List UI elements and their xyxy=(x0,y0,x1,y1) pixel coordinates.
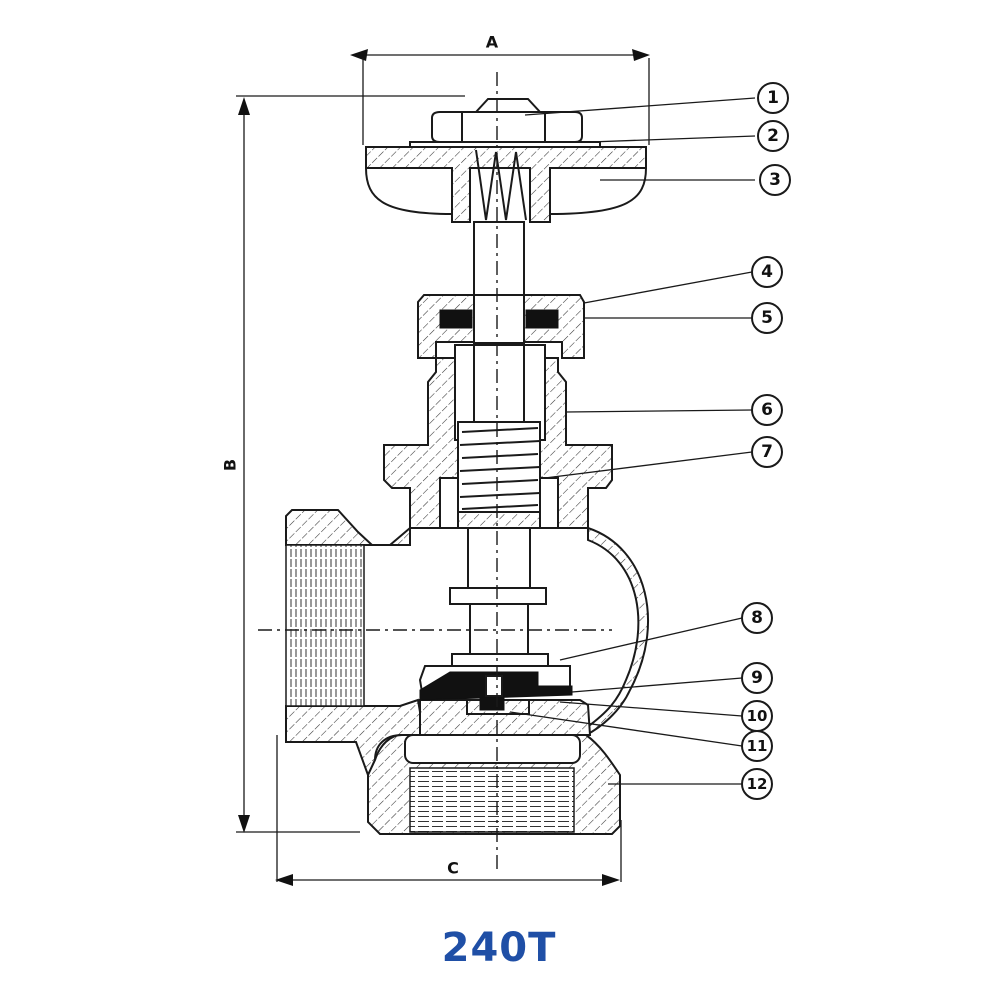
valve-body xyxy=(285,509,649,835)
callout-10: 10 xyxy=(741,700,773,732)
svg-text:11: 11 xyxy=(747,737,768,755)
callout-1: 1 xyxy=(757,82,789,114)
handwheel-spring xyxy=(475,149,527,221)
callout-3: 3 xyxy=(759,164,791,196)
svg-text:8: 8 xyxy=(751,608,763,628)
svg-text:5: 5 xyxy=(761,308,773,328)
packing xyxy=(439,309,559,329)
callout-5: 5 xyxy=(751,302,783,334)
callout-2: 2 xyxy=(757,120,789,152)
dimension-c-label: C xyxy=(447,859,459,878)
callout-9: 9 xyxy=(741,662,773,694)
handwheel xyxy=(365,146,647,223)
dimension-c: C xyxy=(275,735,622,886)
svg-text:9: 9 xyxy=(751,668,763,688)
callout-6: 6 xyxy=(751,394,783,426)
callout-11: 11 xyxy=(741,730,773,762)
svg-text:3: 3 xyxy=(769,170,781,190)
callout-7: 7 xyxy=(751,436,783,468)
dimension-a: A xyxy=(350,33,650,145)
callout-4: 4 xyxy=(751,256,783,288)
callout-12: 12 xyxy=(741,768,773,800)
svg-text:7: 7 xyxy=(761,442,773,462)
center-lines xyxy=(258,72,612,870)
handwheel-nut xyxy=(431,98,583,143)
svg-text:2: 2 xyxy=(767,126,779,146)
dimension-b: B xyxy=(221,95,465,833)
dimension-a-label: A xyxy=(486,33,499,52)
callout-8: 8 xyxy=(741,602,773,634)
svg-text:12: 12 xyxy=(747,775,768,793)
svg-text:10: 10 xyxy=(747,707,768,725)
disc-screw xyxy=(485,675,503,697)
spindle-thread xyxy=(457,421,541,513)
leader-lines xyxy=(509,97,756,785)
svg-text:4: 4 xyxy=(761,262,773,282)
svg-text:1: 1 xyxy=(767,88,779,108)
dimension-b-label: B xyxy=(221,459,240,471)
disc-nut xyxy=(466,697,530,715)
model-number: 240T xyxy=(441,925,557,971)
svg-text:6: 6 xyxy=(761,400,773,420)
